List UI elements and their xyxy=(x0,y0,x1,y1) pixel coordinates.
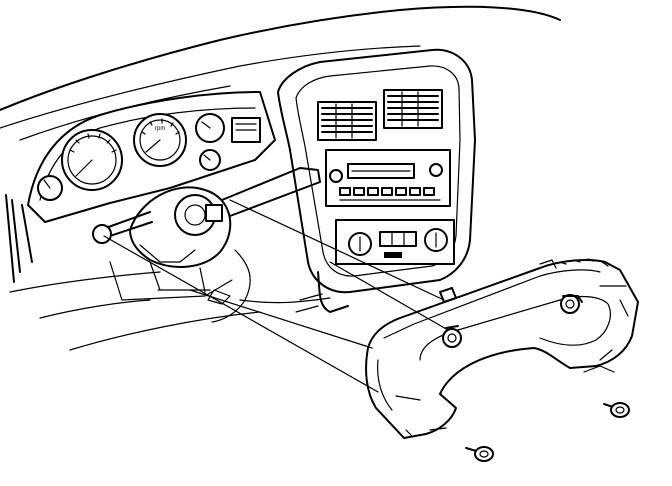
volume-knob xyxy=(329,169,343,183)
alignment-lines xyxy=(103,199,449,393)
wiring-harness xyxy=(211,249,251,323)
bezel-screw-right xyxy=(603,402,630,418)
dash-lower-edge-1 xyxy=(9,271,161,293)
column-collar xyxy=(205,204,223,222)
bezel-clip-upper xyxy=(560,294,583,314)
lower-console xyxy=(317,271,349,313)
leader-stalk-to-bezel xyxy=(103,235,379,393)
svg-text:rpm: rpm xyxy=(155,126,165,132)
stalk-knob xyxy=(92,224,112,244)
column-bracket xyxy=(139,244,196,263)
tachometer: rpm xyxy=(133,113,187,167)
leader-stack-to-clip xyxy=(329,261,449,331)
dash-top-edge xyxy=(0,5,561,111)
dash-lower-edge-2 xyxy=(39,299,151,319)
bezel-screw-bottom xyxy=(465,446,494,462)
tune-knob xyxy=(429,163,443,177)
bezel-top-lip xyxy=(383,269,601,339)
gear-lever xyxy=(221,167,321,217)
dash-right-lower xyxy=(239,297,331,304)
bezel-outline xyxy=(365,259,639,439)
left-door-edge xyxy=(5,194,33,283)
mode-buttons xyxy=(379,231,417,247)
knee-bolster xyxy=(109,261,233,301)
climate-control-panel xyxy=(335,219,455,265)
air-vent-right xyxy=(383,89,443,129)
bezel-clip-top xyxy=(439,287,457,303)
speedometer xyxy=(61,129,123,191)
fuel-gauge xyxy=(37,175,63,201)
radio-head-unit xyxy=(325,149,451,207)
center-stack xyxy=(277,48,476,313)
dash-upper-crease xyxy=(0,45,421,129)
cluster-hood xyxy=(27,91,276,223)
temp-gauge xyxy=(195,113,225,143)
leader-column-to-bezel xyxy=(229,199,445,301)
oil-gauge xyxy=(199,149,221,171)
air-vent-left xyxy=(317,101,377,141)
dash-lower-edge-3 xyxy=(69,311,261,351)
column-lower xyxy=(149,261,211,293)
center-stack-bezel xyxy=(277,48,476,294)
cluster-housing-inner xyxy=(39,107,256,201)
bezel-clip-lower xyxy=(442,325,462,348)
instrument-panel-bezel xyxy=(365,258,639,462)
leader-lower-dash xyxy=(189,289,373,349)
preset-buttons xyxy=(339,187,435,196)
column-shroud xyxy=(129,186,232,268)
dashboard xyxy=(0,5,561,351)
steering-column xyxy=(92,167,321,323)
bezel-gauge-opening xyxy=(419,295,611,361)
instrument-cluster: rpm xyxy=(27,91,276,223)
